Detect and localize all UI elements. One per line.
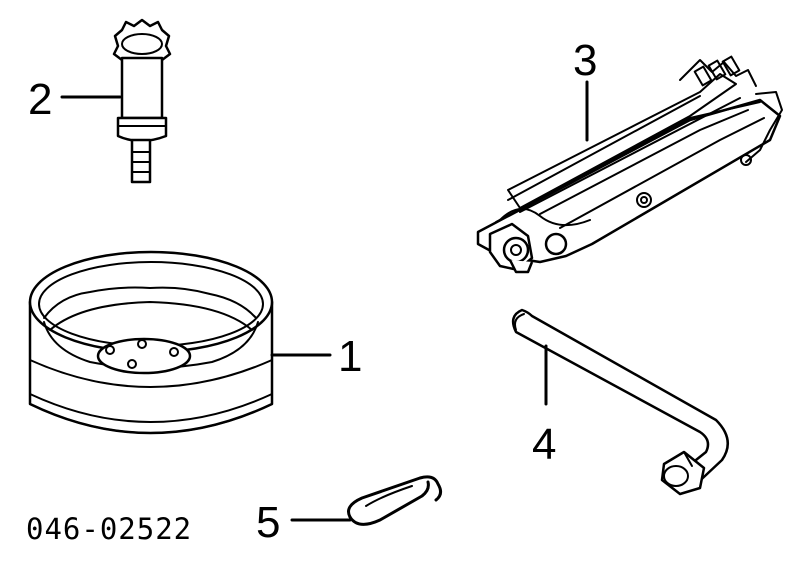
callout-2: 2 <box>28 75 52 124</box>
callout-1: 1 <box>338 332 362 381</box>
part-5-hook <box>347 475 443 526</box>
part-2-adapter <box>112 18 172 184</box>
callout-5: 5 <box>256 498 280 547</box>
diagram-code: 046-02522 <box>26 512 192 546</box>
part-4-jack-handle <box>511 308 729 496</box>
part-3-scissor-jack <box>476 55 783 274</box>
callout-3: 3 <box>573 36 597 85</box>
callout-4: 4 <box>532 420 556 469</box>
part-1-spare-wheel <box>28 250 274 435</box>
